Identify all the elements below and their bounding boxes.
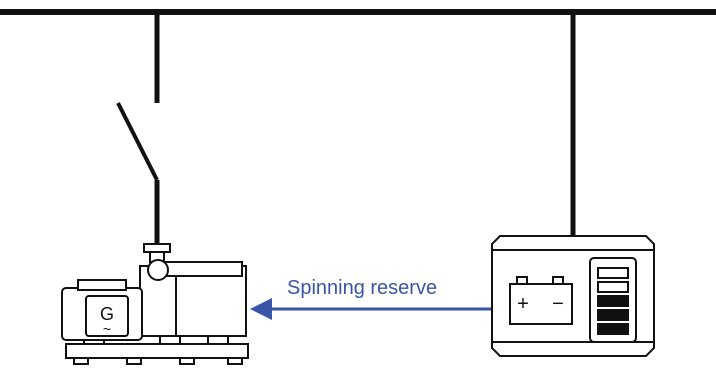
battery-plus: + [517, 293, 529, 315]
flow-label: Spinning reserve [287, 277, 437, 299]
battery-cell-icon: + − [509, 276, 573, 325]
generator-symbol: G [100, 304, 114, 324]
battery-cell-body [509, 283, 573, 325]
generator-foot [126, 357, 142, 365]
generator-foot [179, 357, 195, 365]
generator-label-box [85, 295, 129, 337]
battery-minus: − [552, 293, 564, 315]
battery-storage-icon: + − [491, 235, 655, 357]
charge-bar-filled [597, 323, 629, 335]
charge-bar-empty [597, 267, 629, 279]
manifold [157, 261, 243, 277]
generator-mount [159, 335, 181, 345]
charge-bar-filled [597, 295, 629, 307]
manifold-joint [147, 259, 169, 281]
generator-mount [207, 335, 229, 345]
alternator-cap [77, 279, 127, 291]
open-switch-icon [116, 102, 159, 181]
flow-arrow-head [250, 298, 272, 320]
generator-skid [65, 343, 249, 359]
charge-level-bars [597, 267, 629, 335]
generator-foot [227, 357, 243, 365]
generator-tilde: ~ [103, 321, 111, 337]
generator-icon: G ~ [61, 243, 249, 365]
generator-foot [73, 357, 89, 365]
charge-bar-empty [597, 281, 629, 293]
flow-arrow-icon [250, 298, 492, 320]
charge-bar-filled [597, 309, 629, 321]
exhaust-cap [143, 243, 171, 253]
